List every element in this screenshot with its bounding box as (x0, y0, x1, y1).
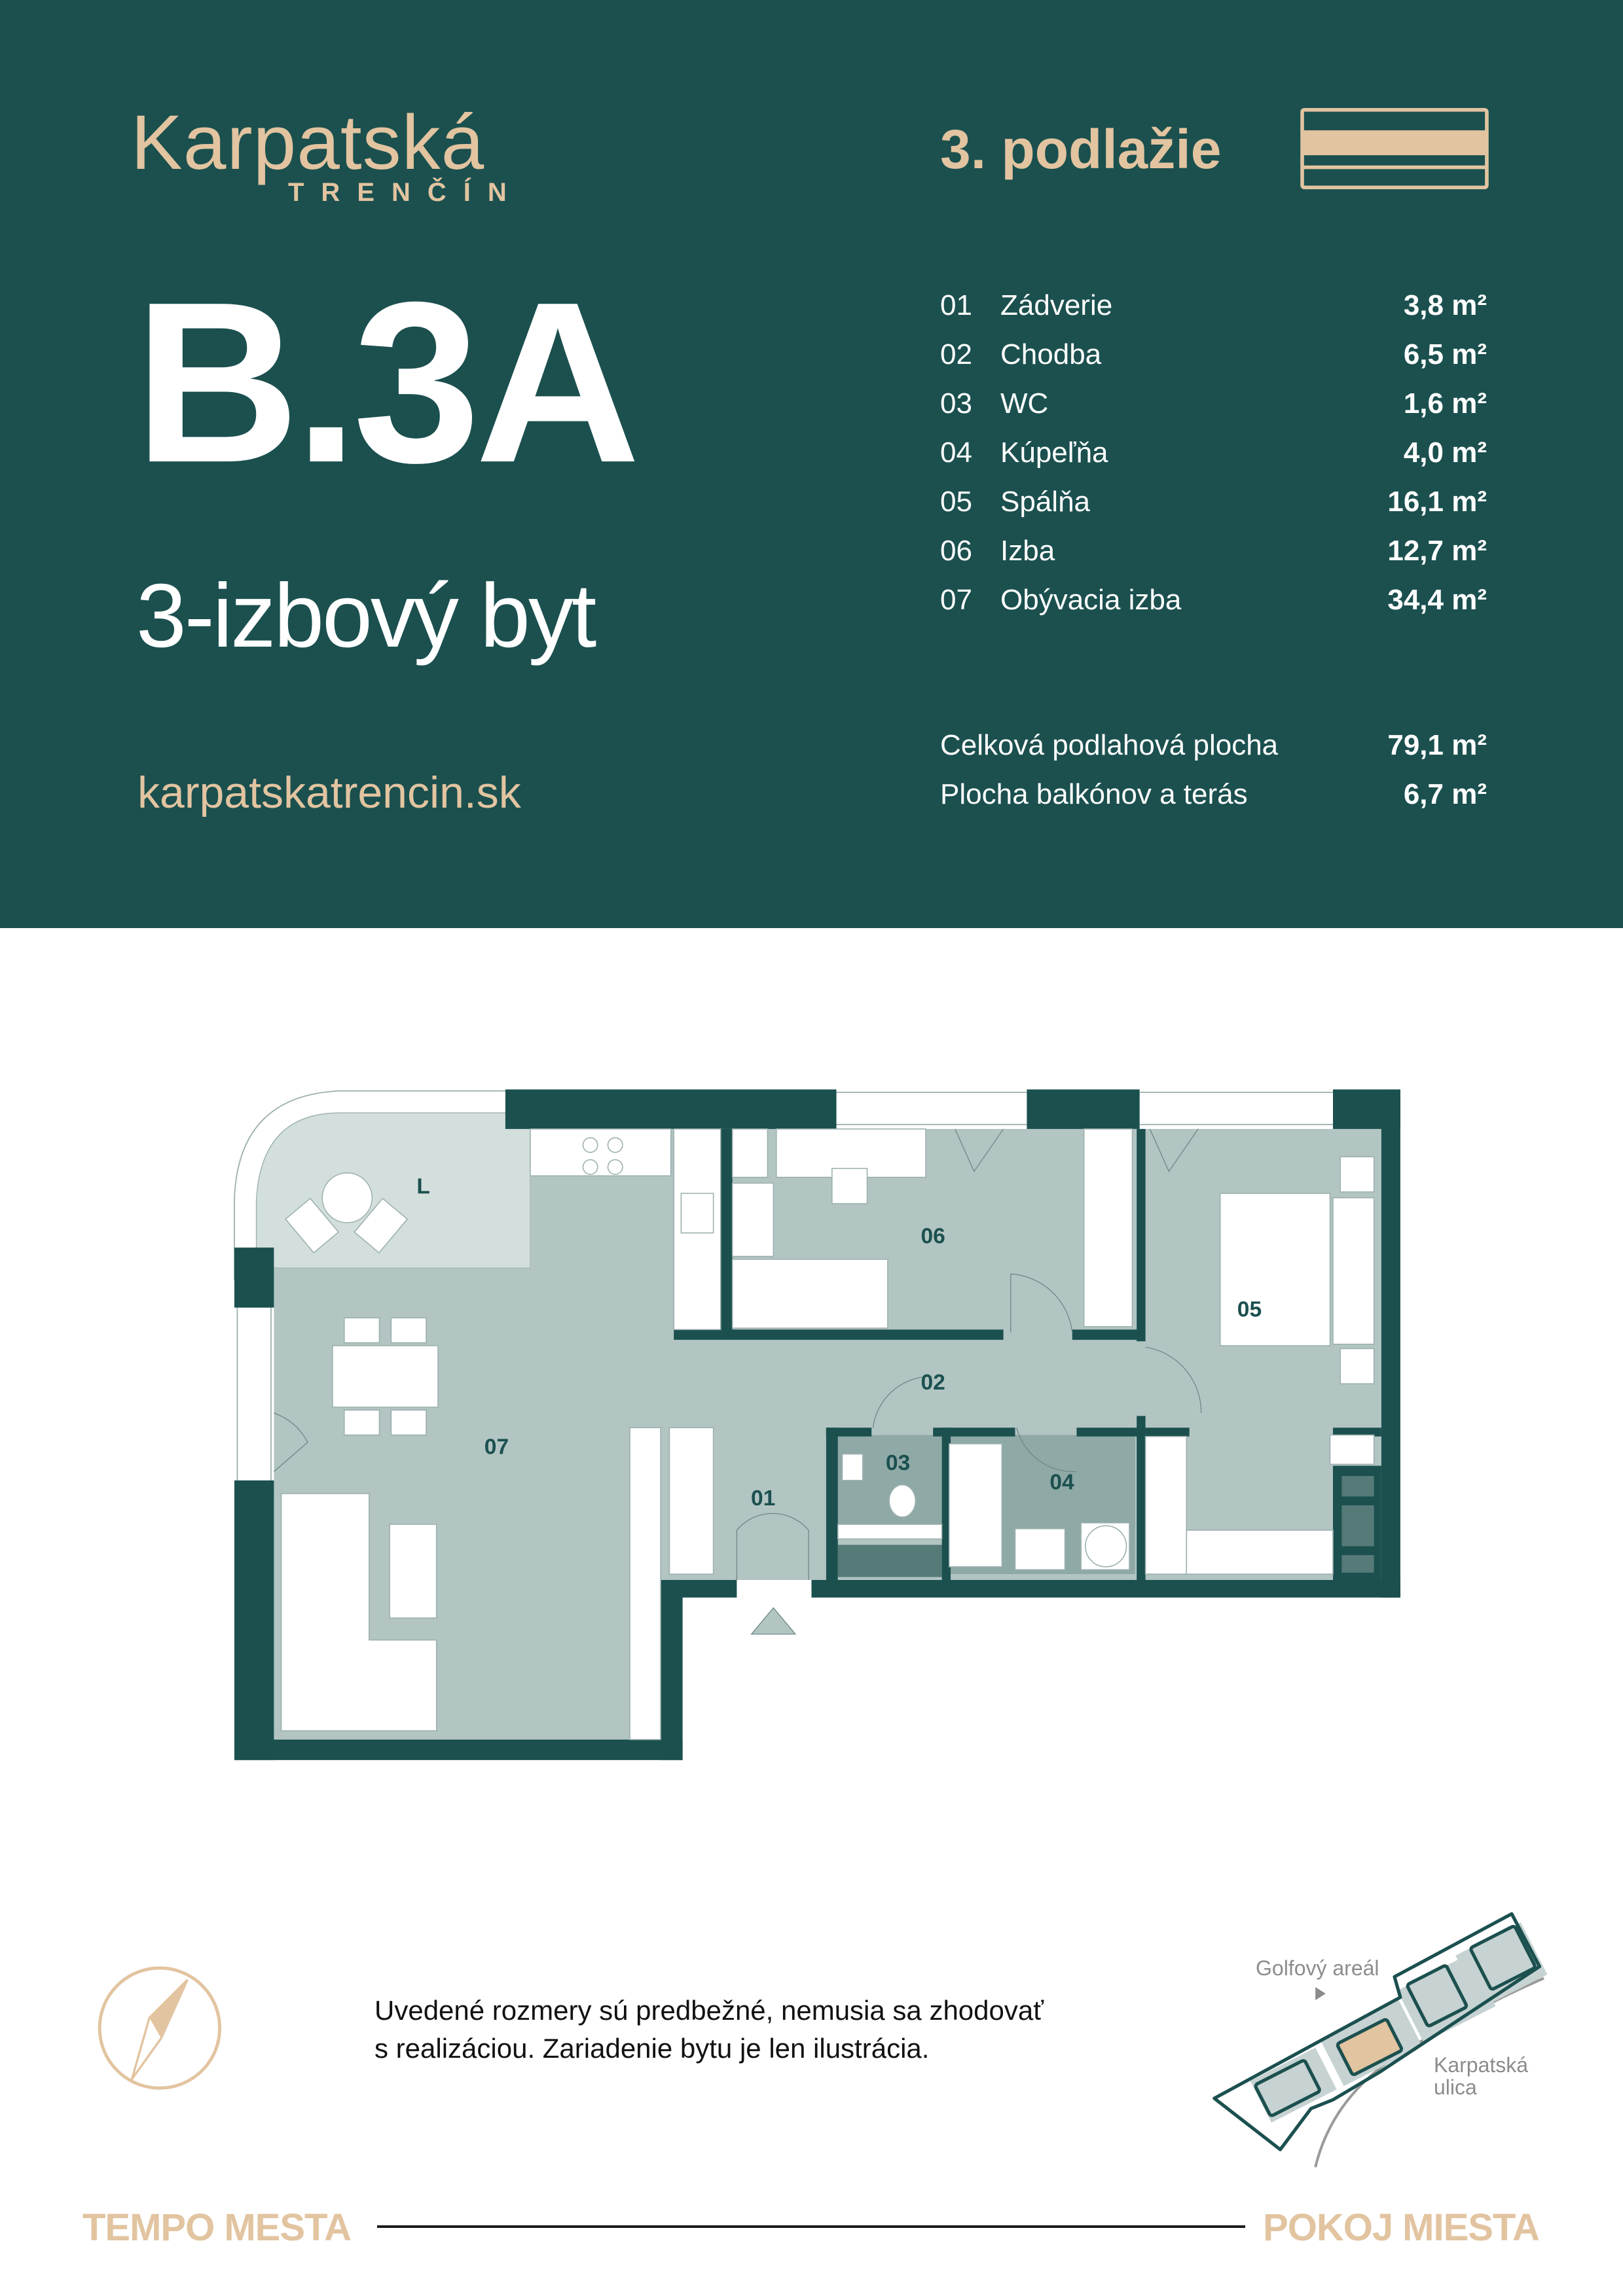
room-name: Spálňa (1000, 486, 1091, 518)
map-label-golf: Golfový areál (1256, 1956, 1379, 1980)
walls (234, 1089, 1400, 1761)
room-row: 06 Izba 12,7 m² (940, 535, 1487, 574)
room-number: 03 (940, 387, 972, 420)
label-balcony: L (416, 1174, 430, 1198)
room-area: 16,1 m² (1387, 486, 1487, 518)
label-room-04: 04 (1049, 1470, 1074, 1494)
room-name: Izba (1000, 535, 1055, 567)
label-room-01: 01 (751, 1486, 775, 1511)
footer-slogan-right: POKOJ MIESTA (1263, 2206, 1540, 2249)
brand-logo-name: Karpatská (131, 99, 485, 186)
unit-code: B.3A (134, 255, 640, 511)
room-area: 6,5 m² (1403, 338, 1487, 370)
site-map (1213, 1912, 1548, 2168)
map-label-street-line2: ulica (1434, 2075, 1477, 2099)
room-area: 12,7 m² (1387, 535, 1487, 567)
disclaimer-line-1: Uvedené rozmery sú predbežné, nemusia sa… (374, 1995, 1044, 2026)
disclaimer: Uvedené rozmery sú predbežné, nemusia sa… (374, 1992, 1160, 2068)
footer-slogan-left: TEMPO MESTA (82, 2206, 352, 2249)
room-area: 34,4 m² (1387, 584, 1487, 616)
room-name: Chodba (1000, 338, 1102, 370)
label-room-06: 06 (921, 1224, 945, 1248)
room-number: 07 (940, 584, 972, 616)
label-room-03: 03 (886, 1451, 910, 1475)
unit-type: 3-izbový byt (136, 565, 596, 666)
room-number: 06 (940, 535, 972, 567)
map-label-street-line1: Karpatská (1434, 2053, 1529, 2077)
room-area: 4,0 m² (1403, 437, 1487, 469)
room-number: 02 (940, 338, 972, 370)
furniture (280, 1128, 1375, 1740)
room-number: 01 (940, 289, 972, 321)
total-label: Celková podlahová plocha (940, 729, 1279, 761)
website-link[interactable]: karpatskatrencin.sk (137, 768, 521, 817)
label-room-07: 07 (484, 1435, 509, 1460)
total-label: Plocha balkónov a terás (940, 778, 1248, 810)
floor-label: 3. podlažie (940, 118, 1222, 180)
footer-divider (377, 2225, 1245, 2228)
room-row: 02 Chodba 6,5 m² (940, 338, 1487, 378)
room-row: 05 Spálňa 16,1 m² (940, 486, 1487, 525)
label-room-05: 05 (1237, 1297, 1262, 1321)
room-number: 05 (940, 486, 972, 518)
room-row: 07 Obývacia izba 34,4 m² (940, 584, 1487, 623)
room-row: 03 WC 1,6 m² (940, 387, 1487, 427)
total-row: Celková podlahová plocha 79,1 m² (940, 729, 1487, 768)
total-area: 6,7 m² (1403, 778, 1487, 810)
room-area: 1,6 m² (1403, 387, 1487, 420)
room-name: Zádverie (1000, 289, 1113, 321)
total-area: 79,1 m² (1387, 729, 1487, 761)
room-name: Obývacia izba (1000, 584, 1182, 616)
direction-arrow-icon (1315, 1986, 1326, 2001)
compass-icon (98, 1966, 222, 2090)
room-row: 01 Zádverie 3,8 m² (940, 289, 1487, 329)
wc-floor (837, 1435, 942, 1538)
room-area: 3,8 m² (1403, 289, 1487, 321)
brand-logo-city: TRENČÍN (288, 178, 524, 207)
entrance-arrow-icon (750, 1607, 797, 1635)
room-name: WC (1000, 387, 1049, 420)
room-row: 04 Kúpeľňa 4,0 m² (940, 437, 1487, 476)
label-room-02: 02 (921, 1371, 945, 1395)
floor-level-icon (1300, 107, 1489, 190)
disclaimer-line-2: s realizáciou. Zariadenie bytu je len il… (374, 2033, 930, 2064)
room-number: 04 (940, 437, 972, 469)
highlighted-building (1336, 2018, 1404, 2076)
total-row: Plocha balkónov a terás 6,7 m² (940, 778, 1487, 817)
floor-plan: L 06 05 02 07 03 04 01 (234, 1089, 1400, 1761)
room-name: Kúpeľňa (1000, 437, 1108, 469)
